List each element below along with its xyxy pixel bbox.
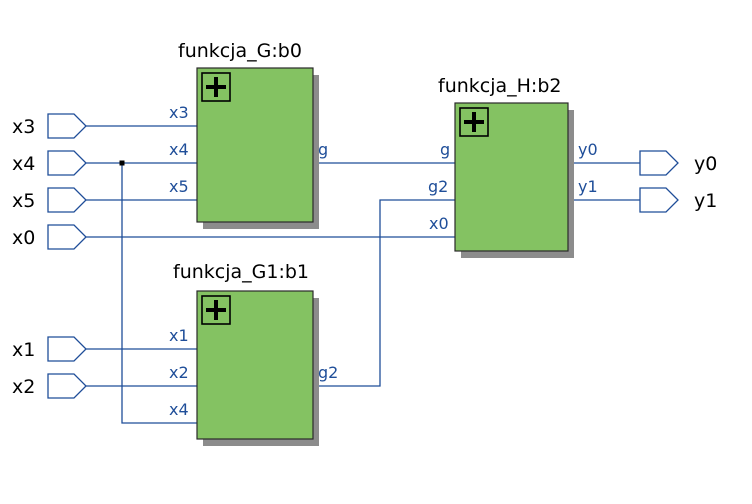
expand-plus-icon[interactable] xyxy=(201,72,231,102)
output-port-label: y1 xyxy=(694,190,717,212)
output-port-label: y0 xyxy=(694,153,717,175)
input-port-label: x3 xyxy=(12,116,35,138)
input-port-label: x1 xyxy=(12,339,35,361)
output-port-y1[interactable]: y1 xyxy=(639,187,717,213)
input-port-x4[interactable]: x4 xyxy=(12,150,87,176)
block-title: funkcja_H:b2 xyxy=(438,75,561,97)
pin-label-x2: x2 xyxy=(169,363,189,382)
block-title: funkcja_G1:b1 xyxy=(173,261,309,283)
input-port-label: x2 xyxy=(12,376,35,398)
block-funkcja-g1[interactable]: funkcja_G1:b1 x1 x2 x4 g2 xyxy=(169,261,338,446)
pin-label-x4: x4 xyxy=(169,400,189,419)
block-title: funkcja_G:b0 xyxy=(178,40,302,62)
expand-plus-icon[interactable] xyxy=(201,295,231,325)
pin-label-g2: g2 xyxy=(318,363,338,382)
pin-label-x4: x4 xyxy=(169,140,189,159)
input-port-label: x4 xyxy=(12,153,35,175)
input-port-x3[interactable]: x3 xyxy=(12,113,87,139)
wire-x4-branch xyxy=(121,163,216,424)
pin-label-x5: x5 xyxy=(169,177,189,196)
input-port-label: x0 xyxy=(12,227,35,249)
input-port-x5[interactable]: x5 xyxy=(12,187,87,213)
junction-dot xyxy=(119,160,125,166)
pin-label-g: g xyxy=(440,140,450,159)
block-funkcja-g[interactable]: funkcja_G:b0 x3 x4 x5 g xyxy=(169,40,328,229)
pin-label-y0: y0 xyxy=(578,140,598,159)
pin-label-x0: x0 xyxy=(429,214,449,233)
input-port-x2[interactable]: x2 xyxy=(12,373,87,399)
block-funkcja-h[interactable]: funkcja_H:b2 g g2 x0 y0 y1 xyxy=(428,75,598,258)
expand-plus-icon[interactable] xyxy=(459,107,489,137)
pin-label-x1: x1 xyxy=(169,326,189,345)
input-port-label: x5 xyxy=(12,190,35,212)
pin-label-x3: x3 xyxy=(169,103,189,122)
input-port-x0[interactable]: x0 xyxy=(12,224,87,250)
input-port-x1[interactable]: x1 xyxy=(12,336,87,362)
wire-g2 xyxy=(290,199,474,387)
pin-label-y1: y1 xyxy=(578,177,598,196)
pin-label-g2: g2 xyxy=(428,177,448,196)
pin-label-g: g xyxy=(318,140,328,159)
output-port-y0[interactable]: y0 xyxy=(639,150,717,176)
